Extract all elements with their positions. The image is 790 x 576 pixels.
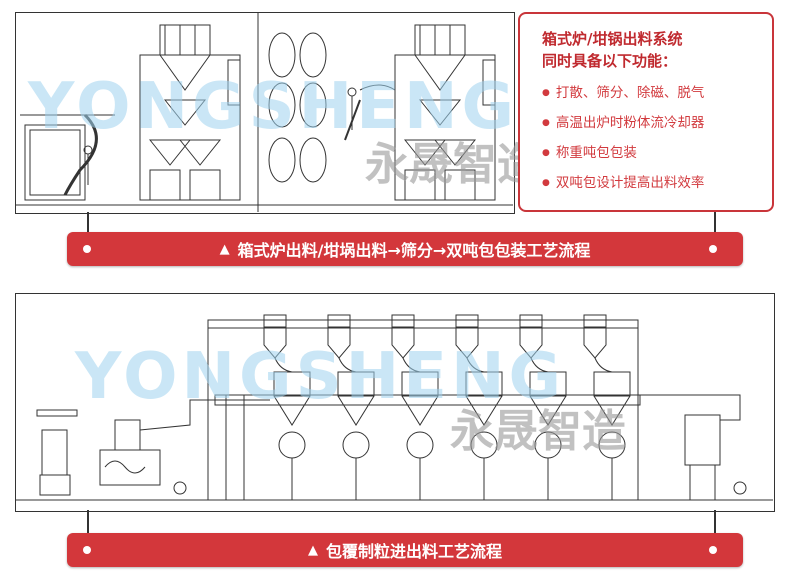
feature-item: 打散、筛分、除磁、脱气 — [542, 78, 772, 108]
features-callout: 箱式炉/坩锅出料系统 同时具备以下功能： 打散、筛分、除磁、脱气 高温出炉时粉体… — [518, 12, 774, 212]
banner-connector — [87, 212, 89, 238]
feature-item: 高温出炉时粉体流冷却器 — [542, 108, 772, 138]
mixer — [99, 449, 161, 486]
vacuum-feeders-and-silos — [263, 314, 631, 501]
top-process-banner: ▲ 箱式炉出料/坩埚出料→筛分→双吨包包装工艺流程 — [67, 232, 743, 266]
top-process-drawing — [15, 12, 515, 214]
platform — [207, 319, 639, 329]
banner-dot — [83, 245, 91, 253]
feature-list: 打散、筛分、除磁、脱气 高温出炉时粉体流冷却器 称重吨包包装 双吨包设计提高出料… — [542, 78, 772, 198]
bottom-process-banner: ▲ 包覆制粒进出料工艺流程 — [67, 533, 743, 567]
sieve — [163, 99, 207, 126]
ton-bags — [268, 32, 327, 183]
banner-connector — [87, 510, 89, 538]
bottom-process-drawing — [15, 293, 775, 512]
callout-title-line2: 同时具备以下功能： — [542, 52, 678, 70]
triangle-icon: ▲ — [219, 241, 230, 257]
ladder — [225, 394, 245, 501]
callout-title-line1: 箱式炉/坩锅出料系统 — [542, 30, 683, 48]
ton-bag-stations — [148, 139, 222, 166]
vacuum-hopper — [159, 24, 211, 56]
top-banner-label: 箱式炉出料/坩埚出料→筛分→双吨包包装工艺流程 — [237, 241, 591, 260]
triangle-icon: ▲ — [307, 542, 318, 558]
packing-machine — [684, 414, 721, 466]
banner-connector — [714, 510, 716, 538]
box-furnace — [24, 124, 86, 201]
feature-item: 双吨包设计提高出料效率 — [542, 168, 772, 198]
banner-dot — [709, 245, 717, 253]
banner-dot — [709, 546, 717, 554]
banner-connector — [714, 212, 716, 238]
feature-item: 称重吨包包装 — [542, 138, 772, 168]
bottom-banner-label: 包覆制粒进出料工艺流程 — [325, 542, 502, 561]
banner-dot — [83, 546, 91, 554]
